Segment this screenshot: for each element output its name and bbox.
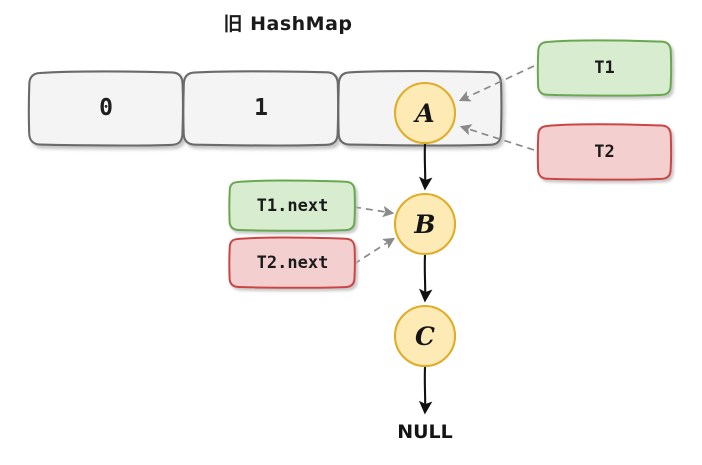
pointer-arrow-t1 xyxy=(458,65,535,102)
pointer-boxes xyxy=(228,39,673,289)
chain-nodes xyxy=(393,81,457,368)
page-title: 旧 HashMap xyxy=(223,13,353,35)
node-a-label: A xyxy=(415,99,435,128)
pointer-arrow-t2-next xyxy=(353,237,396,265)
pointer-label-t1-next: T1.next xyxy=(256,196,329,216)
bucket-cell-1 xyxy=(182,70,340,147)
pointer-arrow-t1-next xyxy=(353,205,395,218)
bucket-cell-label-0: 0 xyxy=(99,95,113,121)
pointer-arrows xyxy=(353,65,535,265)
bucket-cell-label-1: 1 xyxy=(254,95,268,121)
bucket-cell-0 xyxy=(27,70,184,147)
pointer-box-t2-next xyxy=(228,236,356,289)
node-b-label: B xyxy=(414,210,436,239)
node-c-circle xyxy=(393,304,457,368)
pointer-arrow-t2 xyxy=(459,124,535,151)
pointer-box-t2 xyxy=(536,123,673,181)
pointer-box-t1-next xyxy=(228,179,356,232)
null-terminator-label: NULL xyxy=(397,421,453,443)
pointer-label-t2-next: T2.next xyxy=(256,253,329,273)
pointer-label-t1: T1 xyxy=(594,58,615,78)
pointer-label-t2: T2 xyxy=(594,142,615,162)
node-c-label: C xyxy=(415,322,435,351)
node-b-circle xyxy=(393,192,457,256)
node-a-circle xyxy=(393,81,457,145)
pointer-box-t1 xyxy=(536,39,673,97)
